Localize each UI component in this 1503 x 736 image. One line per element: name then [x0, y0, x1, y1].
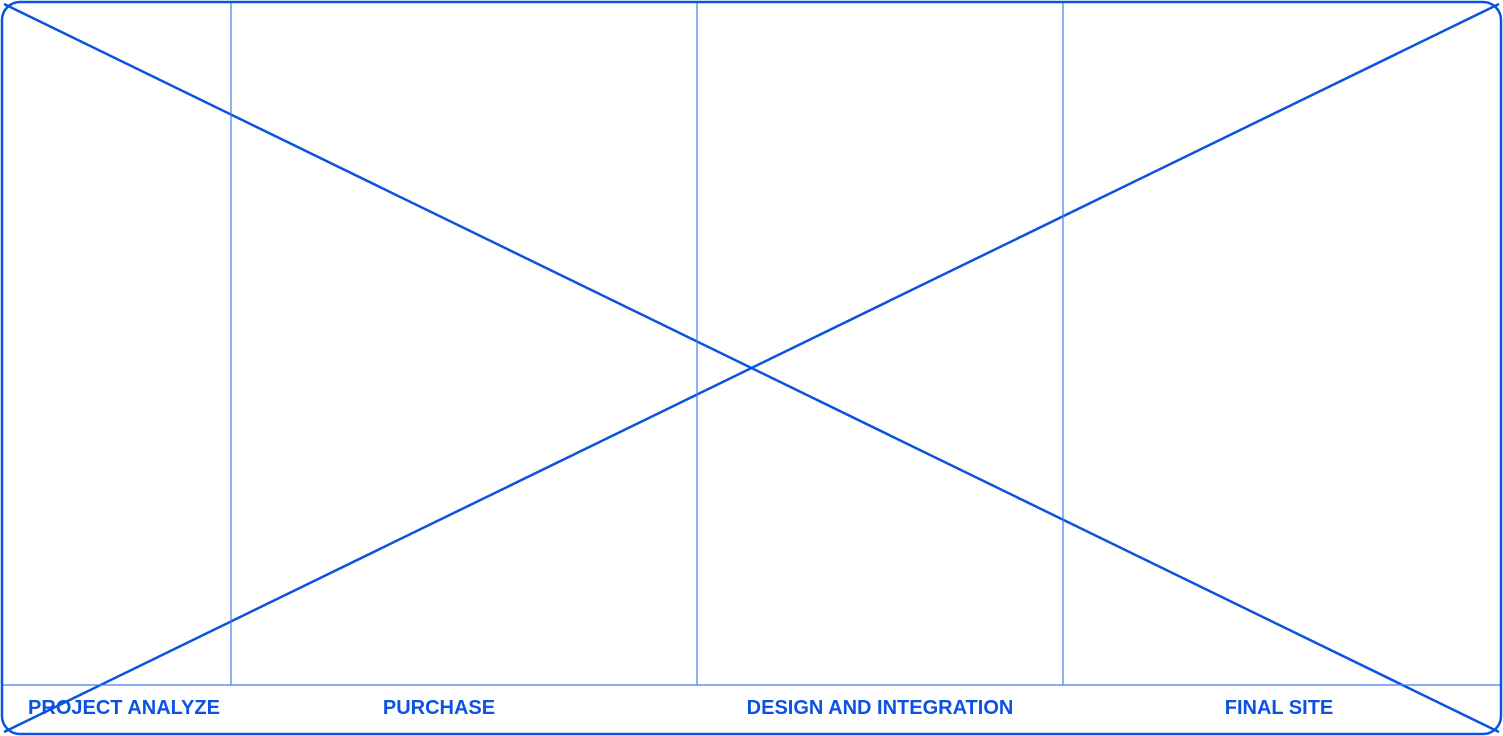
- phase-label-design-and-integration: DESIGN AND INTEGRATION: [746, 697, 1014, 719]
- phase-label-purchase: PURCHASE: [382, 697, 496, 719]
- phase-label-final-site: FINAL SITE: [1224, 697, 1334, 719]
- diagonal-line-ascending: [3, 2, 1500, 734]
- phase-label-project-analyze: PROJECT ANALYZE: [28, 697, 220, 719]
